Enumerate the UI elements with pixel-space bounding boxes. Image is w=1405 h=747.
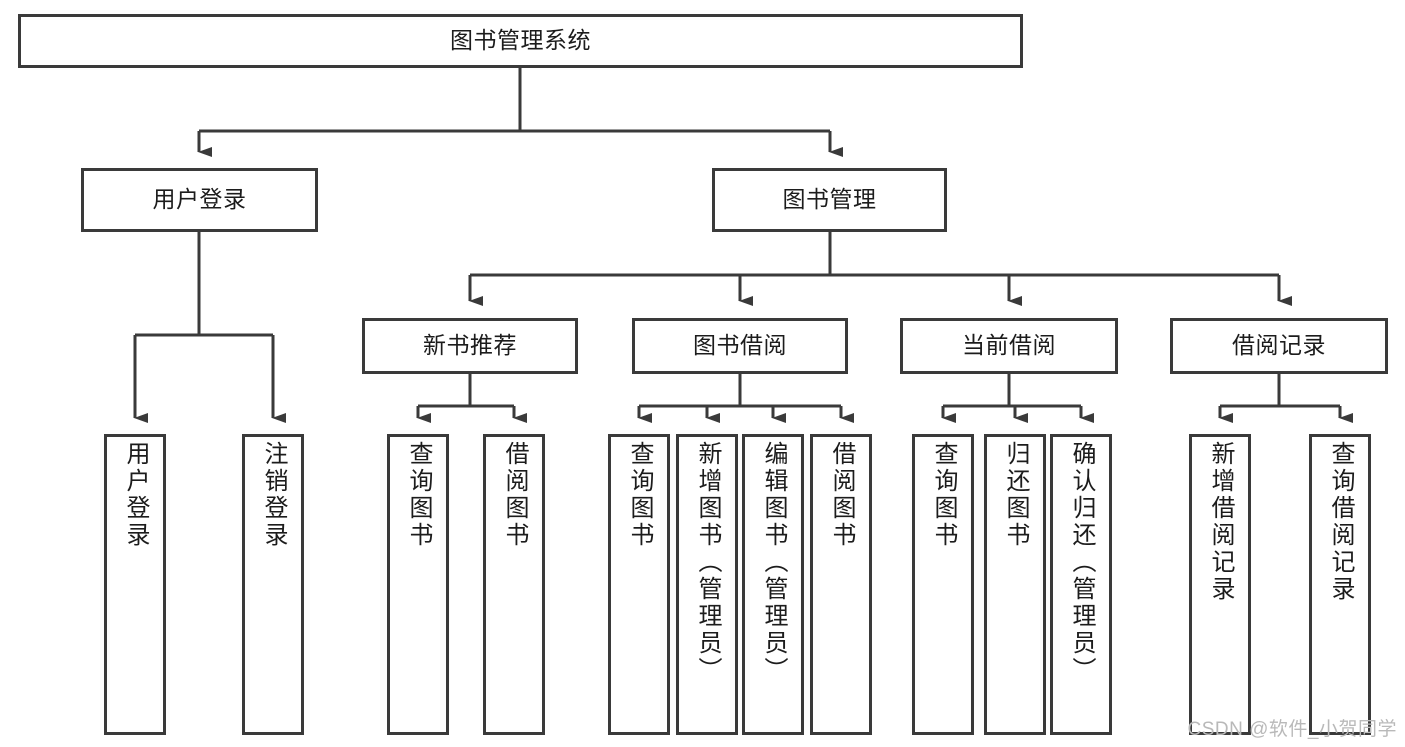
node-root-system[interactable]: 图书管理系统 — [18, 14, 1023, 68]
node-label: 查询借阅记录 — [1327, 441, 1354, 603]
node-label: 借阅记录 — [1232, 332, 1326, 359]
node-label: 当前借阅 — [962, 332, 1056, 359]
node-label: 借阅图书 — [501, 441, 528, 549]
node-current-borrow[interactable]: 当前借阅 — [900, 318, 1118, 374]
node-label: 图书管理 — [782, 186, 877, 213]
node-label: 图书借阅 — [693, 332, 787, 359]
node-leaf-query-book-3[interactable]: 查询图书 — [912, 434, 974, 735]
node-leaf-borrow-book-1[interactable]: 借阅图书 — [483, 434, 545, 735]
node-label: 新增借阅记录 — [1207, 441, 1234, 603]
node-leaf-edit-book[interactable]: 编辑图书（管理员） — [742, 434, 804, 735]
node-label: 确认归还（管理员） — [1068, 441, 1095, 684]
node-leaf-query-book-1[interactable]: 查询图书 — [387, 434, 449, 735]
node-new-book-recommend[interactable]: 新书推荐 — [362, 318, 578, 374]
node-label: 新书推荐 — [423, 332, 517, 359]
node-borrow-record[interactable]: 借阅记录 — [1170, 318, 1388, 374]
node-leaf-user-login[interactable]: 用户登录 — [104, 434, 166, 735]
node-label: 用户登录 — [152, 186, 247, 213]
node-label: 查询图书 — [405, 441, 432, 549]
node-leaf-return-book[interactable]: 归还图书 — [984, 434, 1046, 735]
node-leaf-add-record[interactable]: 新增借阅记录 — [1189, 434, 1251, 735]
node-label: 归还图书 — [1002, 441, 1029, 549]
node-label: 查询图书 — [930, 441, 957, 549]
node-leaf-confirm-return[interactable]: 确认归还（管理员） — [1050, 434, 1112, 735]
node-leaf-query-record[interactable]: 查询借阅记录 — [1309, 434, 1371, 735]
node-leaf-logout[interactable]: 注销登录 — [242, 434, 304, 735]
node-book-borrow[interactable]: 图书借阅 — [632, 318, 848, 374]
node-label: 用户登录 — [122, 441, 149, 549]
node-book-manage[interactable]: 图书管理 — [712, 168, 947, 232]
node-label: 新增图书（管理员） — [694, 441, 721, 684]
node-label: 图书管理系统 — [450, 27, 591, 54]
node-label: 编辑图书（管理员） — [760, 441, 787, 684]
node-leaf-query-book-2[interactable]: 查询图书 — [608, 434, 670, 735]
node-user-login[interactable]: 用户登录 — [81, 168, 318, 232]
node-label: 注销登录 — [260, 441, 287, 549]
node-leaf-borrow-book-2[interactable]: 借阅图书 — [810, 434, 872, 735]
node-leaf-add-book[interactable]: 新增图书（管理员） — [676, 434, 738, 735]
node-label: 查询图书 — [626, 441, 653, 549]
node-label: 借阅图书 — [828, 441, 855, 549]
csdn-watermark: CSDN @软件_小贺同学 — [1187, 719, 1397, 740]
